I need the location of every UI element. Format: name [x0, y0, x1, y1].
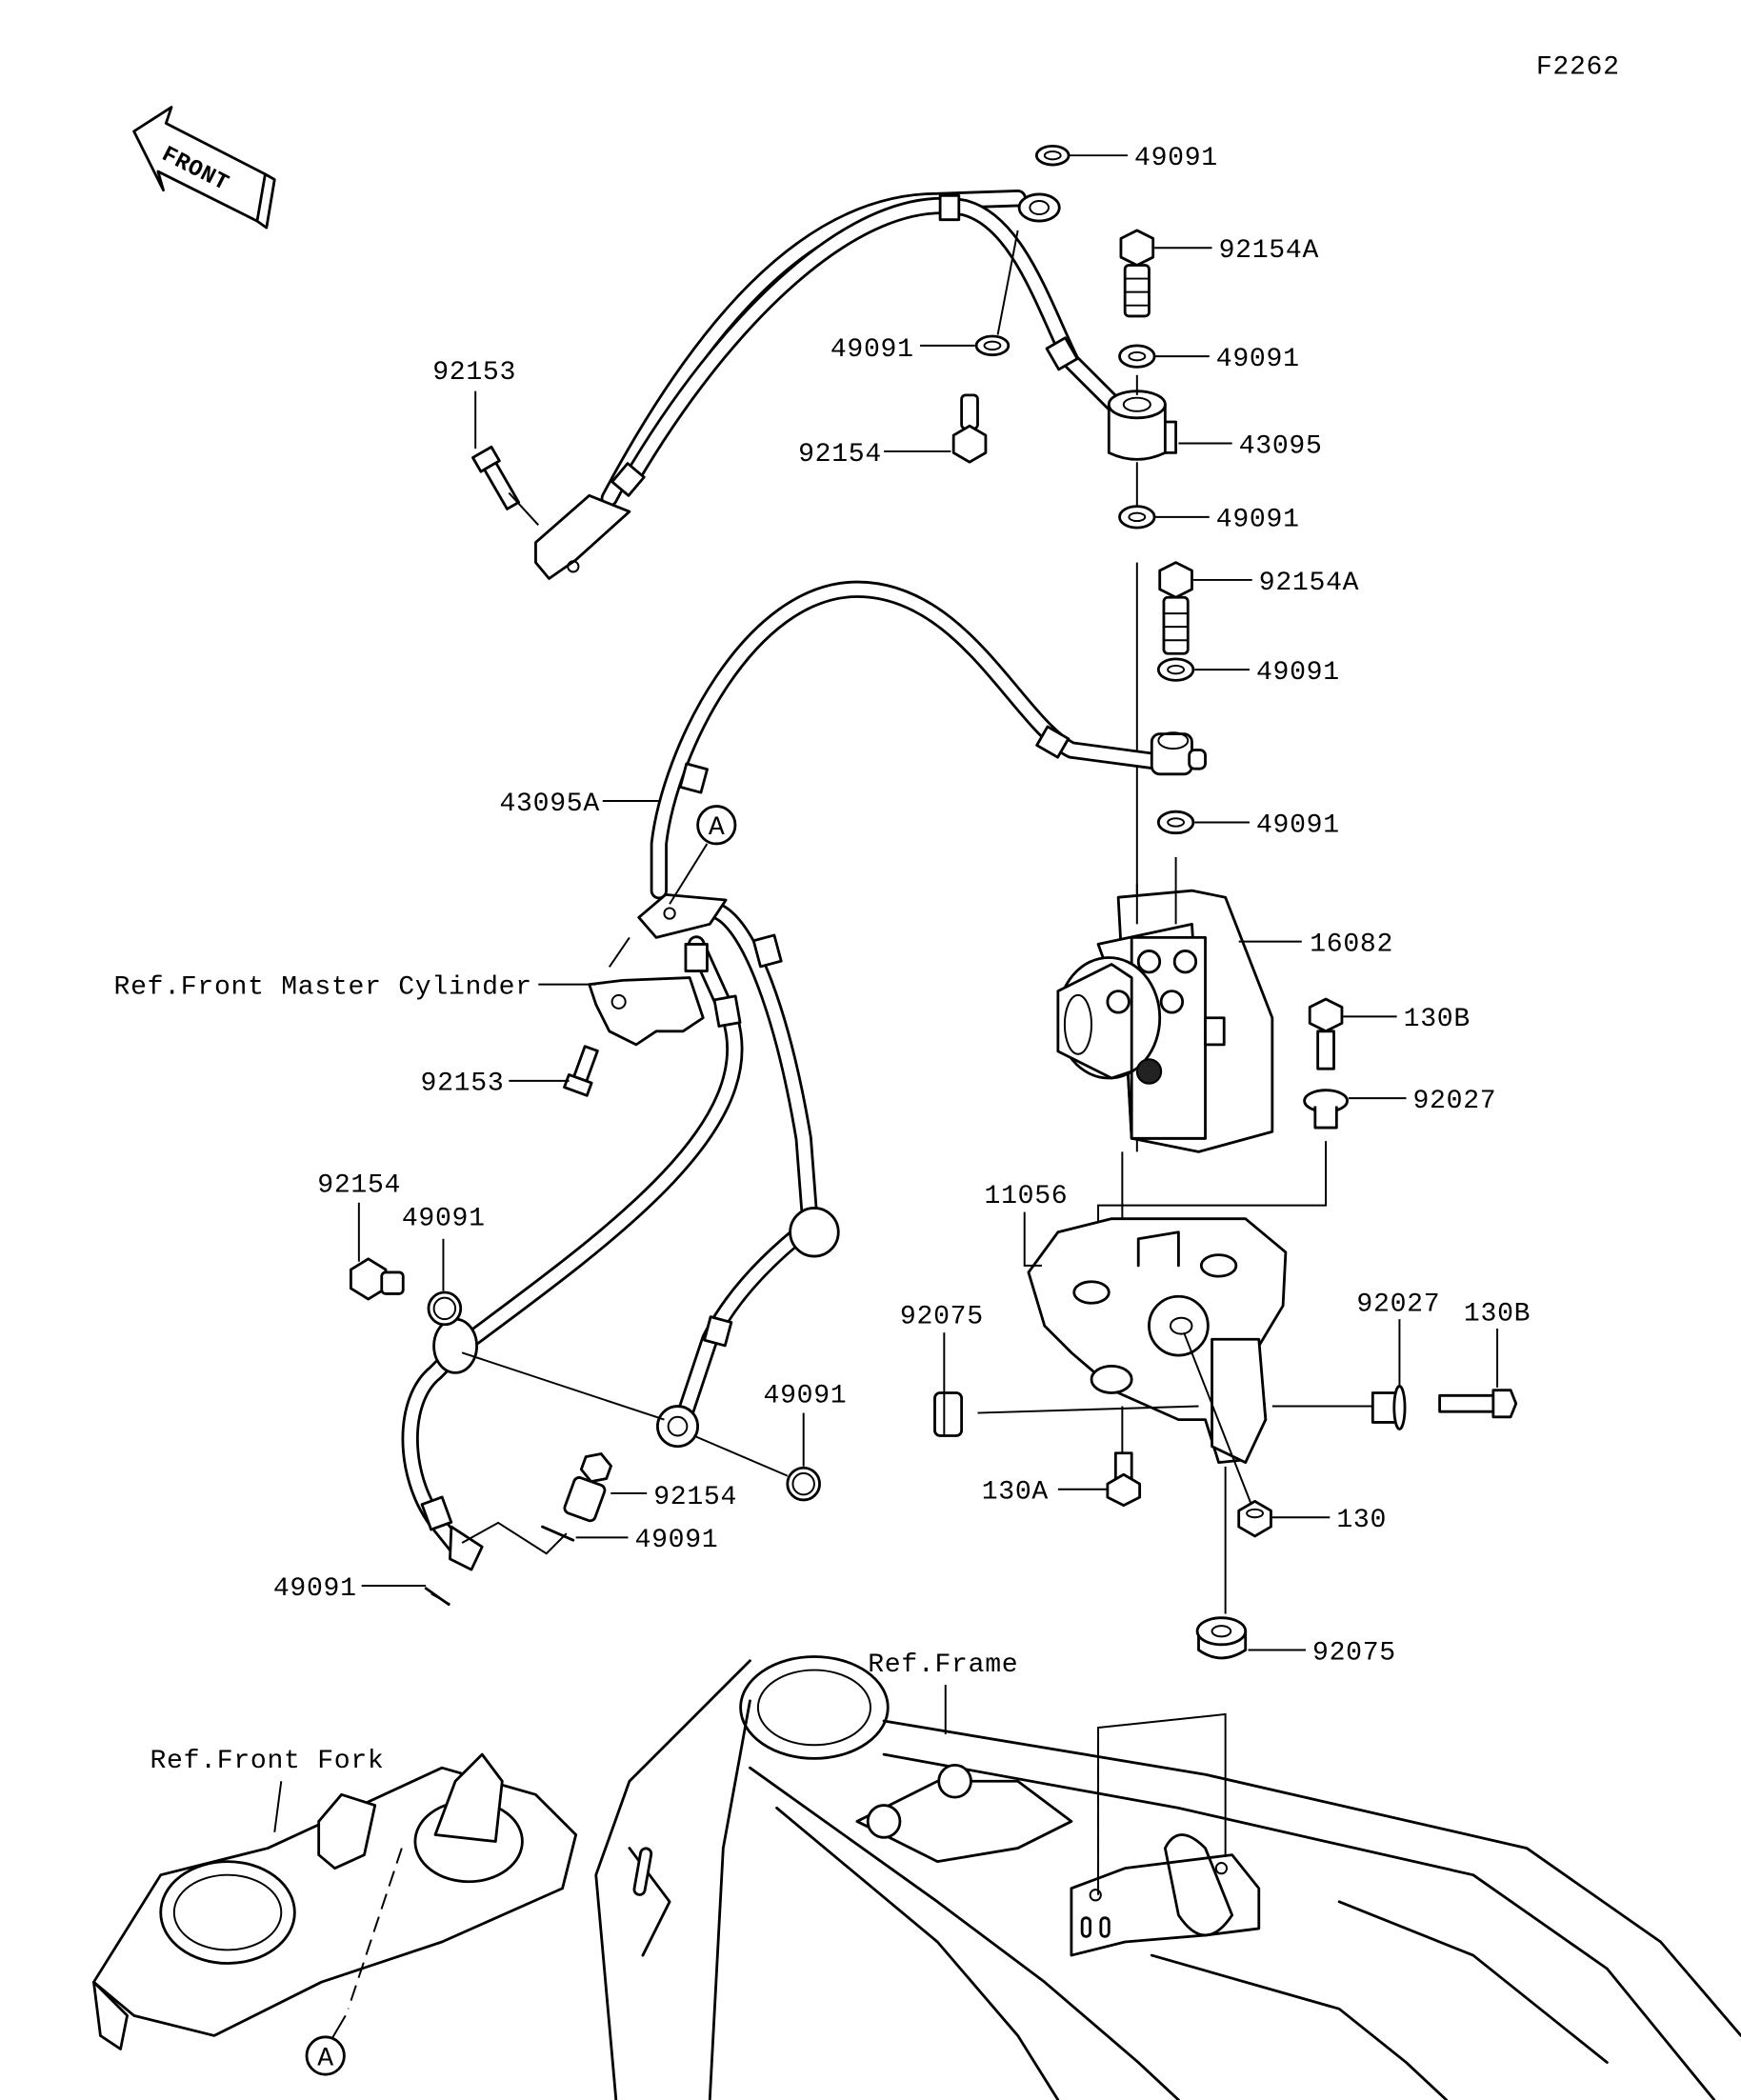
- part-number-label: 92027: [1412, 1087, 1496, 1116]
- washer-icon: [424, 1587, 450, 1607]
- part-number-label: 92153: [421, 1070, 505, 1099]
- reference-marker-a: A: [696, 805, 737, 846]
- reference-marker-a: A: [305, 2035, 346, 2076]
- collar-92027-icon: [1371, 1385, 1407, 1430]
- leader-lines: [357, 154, 1499, 1651]
- marker-a-text: A: [709, 813, 726, 843]
- washer-icon: [1118, 505, 1156, 530]
- part-number-label: 92075: [1312, 1638, 1396, 1668]
- washer-icon: [1156, 810, 1195, 835]
- washer-icon: [1156, 657, 1195, 682]
- part-number-label: 49091: [635, 1526, 719, 1555]
- part-number-label: 49091: [273, 1574, 357, 1604]
- washer-icon: [974, 334, 1011, 357]
- banjo-bolt-icon: [1119, 229, 1155, 318]
- bleeder-valve-icon: [951, 393, 988, 464]
- part-number-label: 92154A: [1219, 236, 1319, 266]
- part-number-label: 16082: [1310, 930, 1393, 959]
- hose-fitting-43095: [1107, 390, 1178, 461]
- abs-hydraulic-unit: [1056, 889, 1274, 1153]
- front-fork-reference-drawing: [92, 1752, 578, 2050]
- part-number-label: 130: [1336, 1506, 1387, 1535]
- washer-icon: [427, 1290, 463, 1327]
- abs-bracket: [1027, 1217, 1288, 1465]
- bolt-92153-icon: [563, 1045, 599, 1097]
- part-number-label: 49091: [1256, 658, 1340, 688]
- reference-label: Ref.Front Master Cylinder: [114, 972, 532, 1002]
- washer-icon: [786, 1466, 821, 1502]
- part-number-label: 43095: [1239, 431, 1323, 461]
- middle-brake-hose: [650, 580, 1207, 900]
- bolt-130B-icon: [1438, 1389, 1518, 1419]
- part-number-label: 92154: [798, 440, 882, 470]
- reference-label: Ref.Frame: [868, 1650, 1018, 1680]
- lower-brake-hoses: [401, 892, 840, 1571]
- bolt-130B-icon: [1308, 997, 1344, 1070]
- collar-92027-icon: [1303, 1089, 1349, 1130]
- grommet-92075-icon: [933, 1391, 964, 1437]
- part-number-label: 92154: [653, 1483, 737, 1512]
- bolt-130A-icon: [1106, 1451, 1142, 1507]
- part-number-label: 92154A: [1259, 569, 1359, 598]
- washer-icon: [1034, 144, 1071, 167]
- part-number-label: 130B: [1464, 1300, 1531, 1330]
- part-number-label: 49091: [1134, 144, 1218, 173]
- bolt-92153-icon: [471, 445, 521, 510]
- reference-label: Ref.Front Fork: [150, 1747, 384, 1776]
- part-number-label: 130A: [982, 1478, 1049, 1508]
- part-number-label: 49091: [1256, 810, 1340, 840]
- marker-a-text: A: [317, 2044, 334, 2073]
- part-number-label: 92027: [1356, 1290, 1440, 1320]
- part-number-label: 49091: [1216, 345, 1300, 374]
- grommet-92075-icon: [1195, 1616, 1248, 1660]
- frame-reference-drawing: [594, 1655, 1741, 2100]
- washer-icon: [1118, 344, 1156, 369]
- part-number-label: 92153: [432, 358, 516, 388]
- banjo-bolt-icon: [1158, 561, 1193, 655]
- part-number-label: 43095A: [499, 790, 599, 819]
- part-number-label: 49091: [402, 1205, 486, 1234]
- part-number-label: 11056: [985, 1182, 1069, 1211]
- part-number-label: 130B: [1404, 1005, 1471, 1034]
- banjo-bolt-icon: [563, 1452, 612, 1523]
- washer-icon: [541, 1525, 575, 1542]
- part-number-label: 49091: [830, 335, 914, 365]
- part-number-label: 49091: [1216, 506, 1300, 535]
- banjo-bolt-icon: [350, 1257, 405, 1301]
- nut-130-icon: [1237, 1499, 1272, 1538]
- diagram-id: F2262: [1536, 52, 1620, 82]
- part-number-label: 92075: [900, 1302, 984, 1331]
- upper-brake-hose: [534, 190, 1128, 580]
- part-number-label: 92154: [317, 1171, 401, 1201]
- callout-labels: 49091 92154A 49091 49091 92153 92154 430…: [114, 144, 1531, 1776]
- part-number-label: 49091: [764, 1381, 848, 1410]
- front-direction-arrow-icon: FRONT: [132, 106, 276, 230]
